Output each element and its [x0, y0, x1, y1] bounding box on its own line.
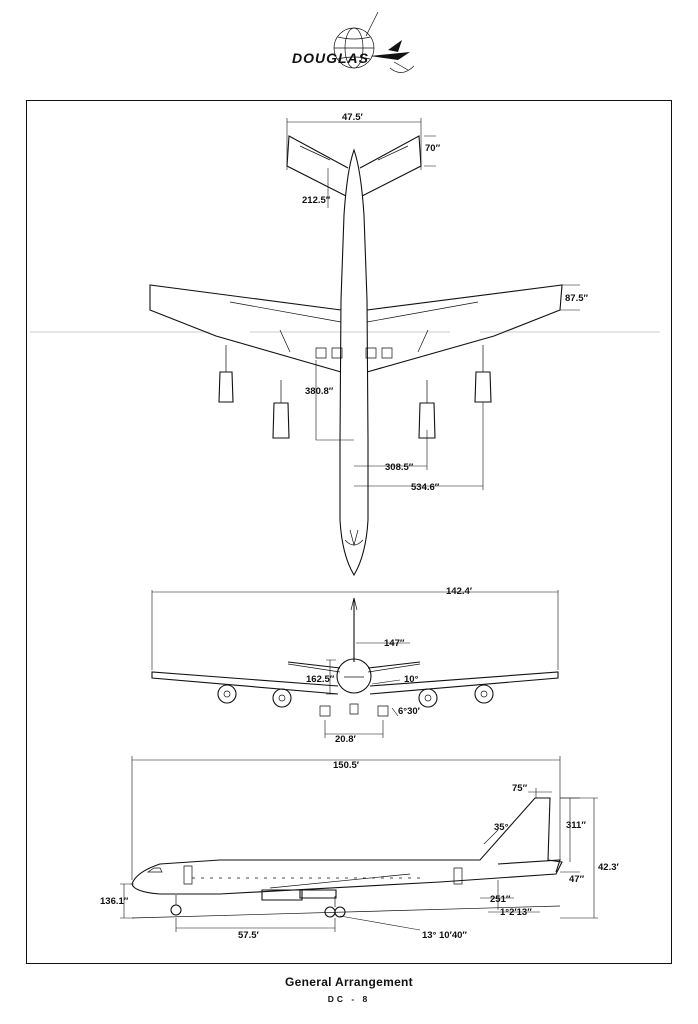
dim-wheelbase: 57.5′	[238, 930, 259, 941]
page-subcaption: DC - 8	[327, 994, 371, 1004]
dim-outer-engine-spacing: 534.6″	[411, 482, 440, 493]
drawing-frame	[26, 100, 672, 964]
logo-text: DOUGLAS	[292, 50, 369, 66]
front-view	[151, 590, 559, 738]
dim-tail-span: 47.5′	[342, 112, 363, 123]
dim-inner-engine-spacing: 308.5″	[385, 462, 414, 473]
dim-tail-chord: 70″	[425, 143, 441, 154]
front-engine-outer-right	[474, 684, 494, 704]
engine-outer-right	[474, 345, 492, 403]
dim-tail-height-front: 147″	[384, 638, 405, 649]
side-view	[120, 756, 598, 932]
dim-dihedral: 10°	[404, 674, 419, 685]
dim-nose-height: 136.1″	[100, 896, 129, 907]
dim-fuselage-diameter: 162.5″	[306, 674, 335, 685]
dim-fin-tip-chord: 75″	[512, 783, 528, 794]
dim-wing-tip-chord: 87.5″	[565, 293, 588, 304]
engine-inner-right	[418, 380, 436, 439]
dim-overall-height: 42.3′	[598, 862, 619, 873]
dim-incidence: 1°2′13″	[500, 907, 532, 918]
dim-tail-clearance-angle: 13° 10′40″	[422, 930, 467, 941]
dim-fin-height: 311″	[566, 820, 586, 831]
dim-gear-angle: 6°30′	[398, 706, 421, 717]
front-engine-inner-left	[272, 688, 292, 708]
globe-icon	[333, 11, 415, 73]
engine-outer-left	[218, 345, 234, 403]
front-engine-inner-right	[418, 688, 438, 708]
top-view	[149, 118, 580, 577]
dim-stabilizer-chord: 251″	[490, 894, 511, 905]
dim-wing-span: 142.4′	[446, 586, 473, 597]
dim-fin-sweep: 35°	[494, 822, 509, 833]
front-engine-outer-left	[217, 684, 237, 704]
dim-main-gear-track: 20.8′	[335, 734, 356, 745]
engine-inner-left	[272, 380, 290, 439]
dim-wing-root-offset: 380.8″	[305, 386, 334, 397]
page-caption: General Arrangement	[285, 975, 413, 989]
dim-tail-sweep-offset: 212.5″	[302, 195, 331, 206]
douglas-logo: DOUGLAS	[270, 10, 430, 90]
dim-stabilizer-height: 47″	[569, 874, 585, 885]
dim-overall-length: 150.5′	[333, 760, 360, 771]
